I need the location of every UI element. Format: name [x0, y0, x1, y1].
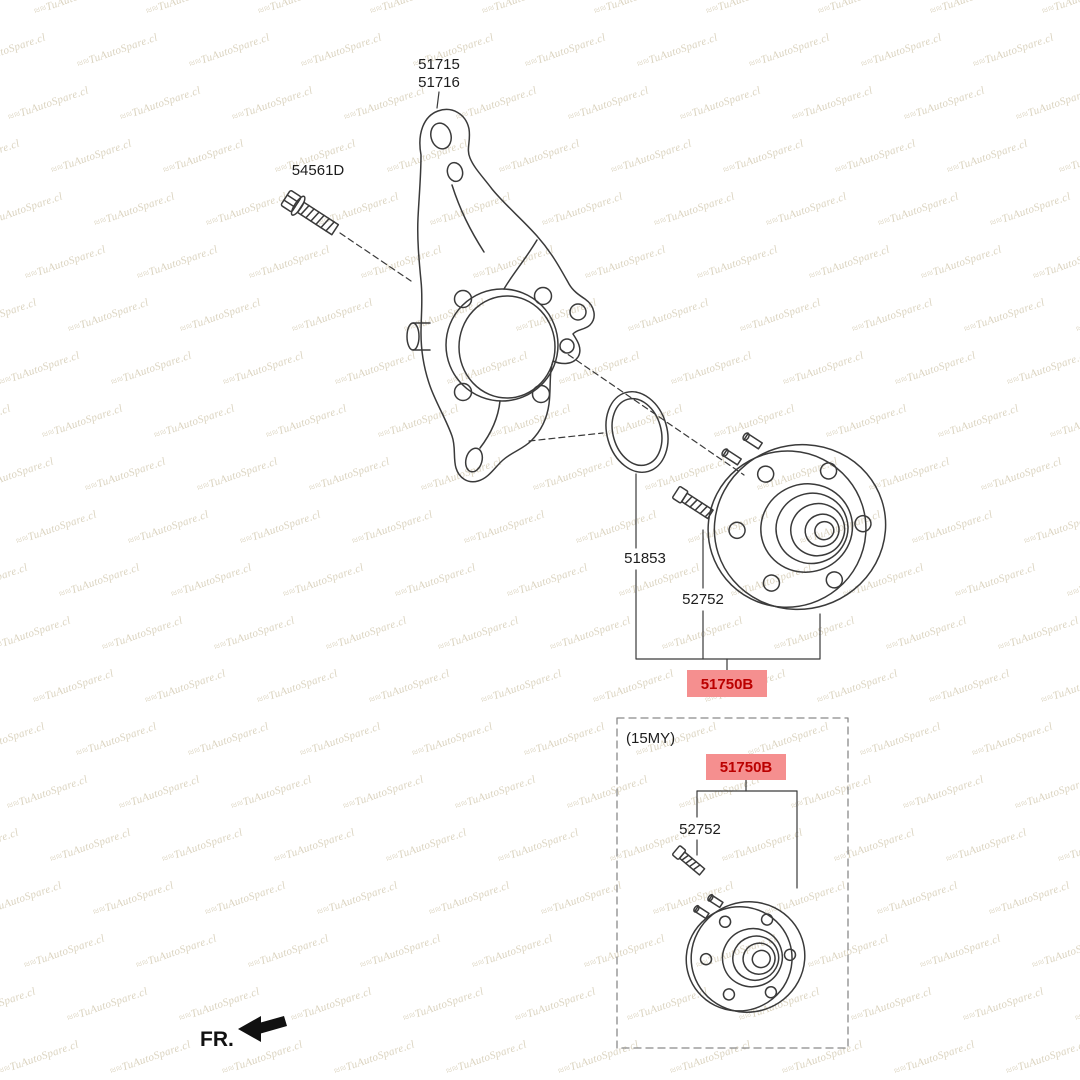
hub-assembly-drawing [707, 432, 887, 611]
my15-section-lines [616, 717, 849, 1049]
front-arrow-icon [238, 1016, 287, 1042]
my15-hub-bolt-part-number: 52752 [679, 821, 721, 838]
assembly-dashed-lines [339, 232, 745, 476]
highlight-box [687, 670, 767, 697]
hub-bolt-part-number: 52752 [682, 591, 724, 608]
steering-knuckle-drawing [406, 108, 595, 483]
hub-assembly-part-number: 51750B [701, 676, 754, 693]
my15-highlighted-part-callout: 51750B [706, 754, 786, 780]
hub-bolt-drawing [672, 485, 714, 520]
my15-tag: (15MY) [626, 730, 675, 747]
my15-leader-lines [696, 779, 798, 889]
my15-hub-assembly-part-number: 51750B [720, 759, 773, 776]
line-art-layer [280, 91, 887, 1049]
front-direction-marker: FR. [200, 1016, 287, 1051]
my15-hub-assembly-drawing [685, 893, 806, 1013]
my15-hub-bolt-drawing [672, 845, 706, 876]
snap-ring-part-number: 51853 [624, 550, 666, 567]
my15-dashed-box [616, 717, 849, 1049]
front-label: FR. [200, 1028, 234, 1051]
my15-highlight-box [706, 754, 786, 780]
label-layer: 51715 51716 54561D 51853 52752 51750B (1… [200, 56, 786, 1051]
highlighted-part-callout: 51750B [687, 670, 767, 697]
knuckle-bolt-drawing [280, 190, 340, 236]
snap-ring-drawing [605, 390, 669, 474]
knuckle-part-number-1: 51715 [418, 56, 460, 73]
knuckle-bolt-part-number: 54561D [292, 162, 345, 179]
leader-lines [436, 91, 821, 671]
knuckle-part-number-2: 51716 [418, 74, 460, 91]
